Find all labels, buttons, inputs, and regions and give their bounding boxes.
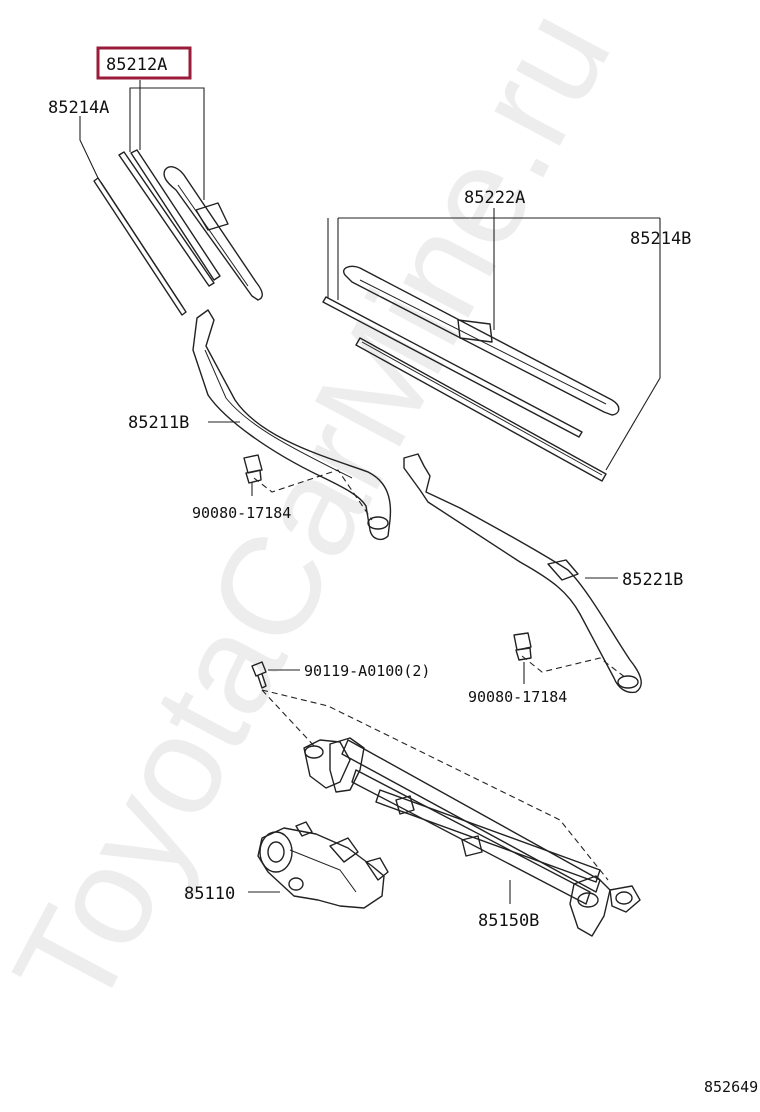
watermark: ToyotaCarMine.ru	[0, 0, 640, 1034]
label-85150B[interactable]: 85150B	[478, 911, 539, 931]
left-nut[interactable]	[243, 454, 263, 484]
label-85214B[interactable]: 85214B	[630, 229, 691, 249]
label-85212A[interactable]: 85212A	[106, 55, 167, 75]
label-85110[interactable]: 85110	[184, 884, 235, 904]
diagram-id: 852649	[704, 1078, 758, 1096]
label-90119-A0100[interactable]: 90119-A0100(2)	[304, 662, 430, 680]
label-90080-17184-left[interactable]: 90080-17184	[192, 504, 291, 522]
rear-wiper-blade-assembly[interactable]	[322, 265, 620, 482]
left-wiper-arm[interactable]	[192, 309, 392, 541]
label-85214A[interactable]: 85214A	[48, 98, 109, 118]
label-85222A[interactable]: 85222A	[464, 188, 525, 208]
right-wiper-arm[interactable]	[403, 453, 642, 694]
label-85211B[interactable]: 85211B	[128, 413, 189, 433]
wiper-link-assembly[interactable]	[303, 737, 641, 937]
right-nut[interactable]	[513, 632, 532, 661]
front-wiper-blade-assembly[interactable]	[93, 149, 263, 316]
label-90080-17184-right[interactable]: 90080-17184	[468, 688, 567, 706]
selected-part-highlight	[96, 46, 192, 80]
wiper-motor[interactable]	[257, 821, 389, 909]
bolt[interactable]	[251, 661, 267, 689]
label-85221B[interactable]: 85221B	[622, 570, 683, 590]
